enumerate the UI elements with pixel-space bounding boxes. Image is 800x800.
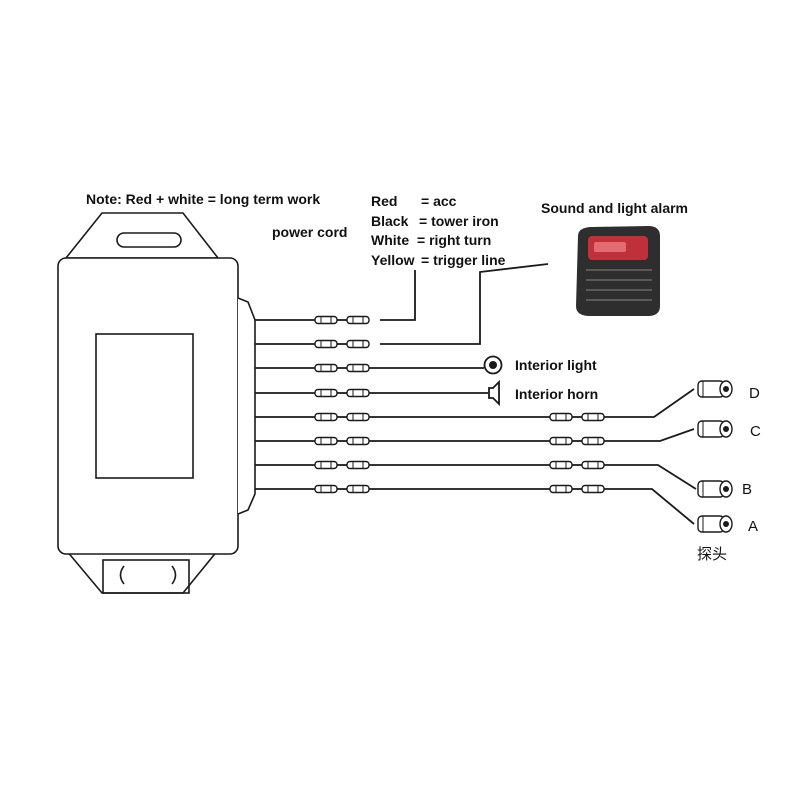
leader-yellow-trigger — [380, 263, 549, 345]
module-window — [95, 333, 194, 479]
plug-body — [314, 460, 338, 470]
wire-probe-c-lead — [604, 428, 695, 442]
plug-connector — [314, 460, 338, 470]
plug-connector — [549, 412, 573, 422]
module-connector-block — [237, 297, 256, 515]
probe-label-d: D — [749, 385, 760, 402]
plug-connector — [314, 363, 338, 373]
plug-connector — [346, 315, 370, 325]
plug-connector — [346, 436, 370, 446]
probe-b-sensor — [697, 480, 733, 498]
color-name: Black — [371, 212, 409, 229]
wire-probe-b-lead — [604, 464, 697, 490]
plug-connector — [314, 484, 338, 494]
plug-body — [314, 388, 338, 398]
wire-harness — [255, 315, 697, 525]
color-meaning: = right turn — [417, 232, 492, 248]
sensor-face — [723, 426, 729, 432]
plug-body — [549, 412, 573, 422]
plug-connector — [581, 460, 605, 470]
note-line-2: power cord — [272, 224, 348, 240]
sensor-face — [723, 386, 729, 392]
plug-body — [314, 436, 338, 446]
control-module — [57, 212, 256, 594]
top-mount-slot — [116, 232, 182, 248]
plug-body — [581, 436, 605, 446]
plug-connector — [346, 460, 370, 470]
bottom-mount-slot-right — [171, 565, 177, 585]
interior-horn-icon — [488, 379, 500, 407]
plug-body — [314, 339, 338, 349]
plug-connector — [314, 339, 338, 349]
plug-connector — [581, 412, 605, 422]
top-mount-bracket — [64, 212, 220, 259]
bottom-mount-plate — [102, 559, 190, 594]
alarm-unit — [576, 226, 660, 316]
probe-a-sensor — [697, 515, 733, 533]
sensor-face — [723, 521, 729, 527]
color-meaning: = trigger line — [421, 251, 506, 268]
plug-connector — [314, 412, 338, 422]
plug-connector — [346, 363, 370, 373]
interior-light-icon — [483, 355, 503, 375]
wire-probe-d-lead — [604, 388, 695, 418]
bottom-mount-slot-left — [119, 565, 125, 585]
probe-group — [697, 380, 733, 533]
plug-body — [581, 412, 605, 422]
probe-c-sensor — [697, 420, 733, 438]
sensor-face — [723, 486, 729, 492]
alarm-light-glare — [594, 242, 626, 252]
probe-caption: 探头 — [697, 545, 728, 563]
plug-connector — [346, 388, 370, 398]
color-name: Yellow — [371, 251, 415, 268]
plug-body — [346, 363, 370, 373]
probe-label-b: B — [742, 481, 753, 498]
plug-body — [346, 339, 370, 349]
plug-body — [581, 484, 605, 494]
plug-connector — [549, 436, 573, 446]
plug-body — [314, 412, 338, 422]
plug-body — [346, 315, 370, 325]
plug-body — [549, 484, 573, 494]
note-line-1: Note: Red + white = long term work — [86, 191, 321, 207]
plug-connector — [314, 315, 338, 325]
bottom-mount-bracket — [64, 549, 220, 594]
plug-body — [346, 460, 370, 470]
leader-lines — [380, 263, 549, 345]
wire-probe-a-lead — [604, 488, 695, 525]
probe-label-a: A — [748, 518, 759, 535]
plug-body — [314, 363, 338, 373]
interior-horn-label: Interior horn — [515, 386, 599, 402]
plug-connector — [581, 436, 605, 446]
interior-light-label: Interior light — [515, 357, 597, 373]
plug-connector — [549, 460, 573, 470]
module-body — [57, 257, 239, 555]
plug-body — [549, 460, 573, 470]
plug-body — [346, 412, 370, 422]
plug-connector — [346, 484, 370, 494]
plug-connector — [314, 436, 338, 446]
color-name: White — [371, 232, 410, 248]
plug-body — [549, 436, 573, 446]
plug-body — [581, 460, 605, 470]
alarm-title: Sound and light alarm — [541, 200, 689, 216]
plug-body — [346, 484, 370, 494]
plug-body — [346, 388, 370, 398]
leader-red-acc — [380, 270, 416, 321]
plug-connector — [346, 339, 370, 349]
probe-d-sensor — [697, 380, 733, 398]
color-meaning: = tower iron — [419, 212, 499, 229]
plug-connector — [549, 484, 573, 494]
probe-label-c: C — [750, 423, 761, 440]
plug-body — [314, 315, 338, 325]
plug-connector — [314, 388, 338, 398]
color-name: Red — [371, 193, 398, 209]
plug-connector — [346, 412, 370, 422]
plug-connector — [581, 484, 605, 494]
plug-body — [314, 484, 338, 494]
alarm-grille — [586, 269, 652, 301]
color-meaning: = acc — [421, 193, 457, 209]
plug-body — [346, 436, 370, 446]
